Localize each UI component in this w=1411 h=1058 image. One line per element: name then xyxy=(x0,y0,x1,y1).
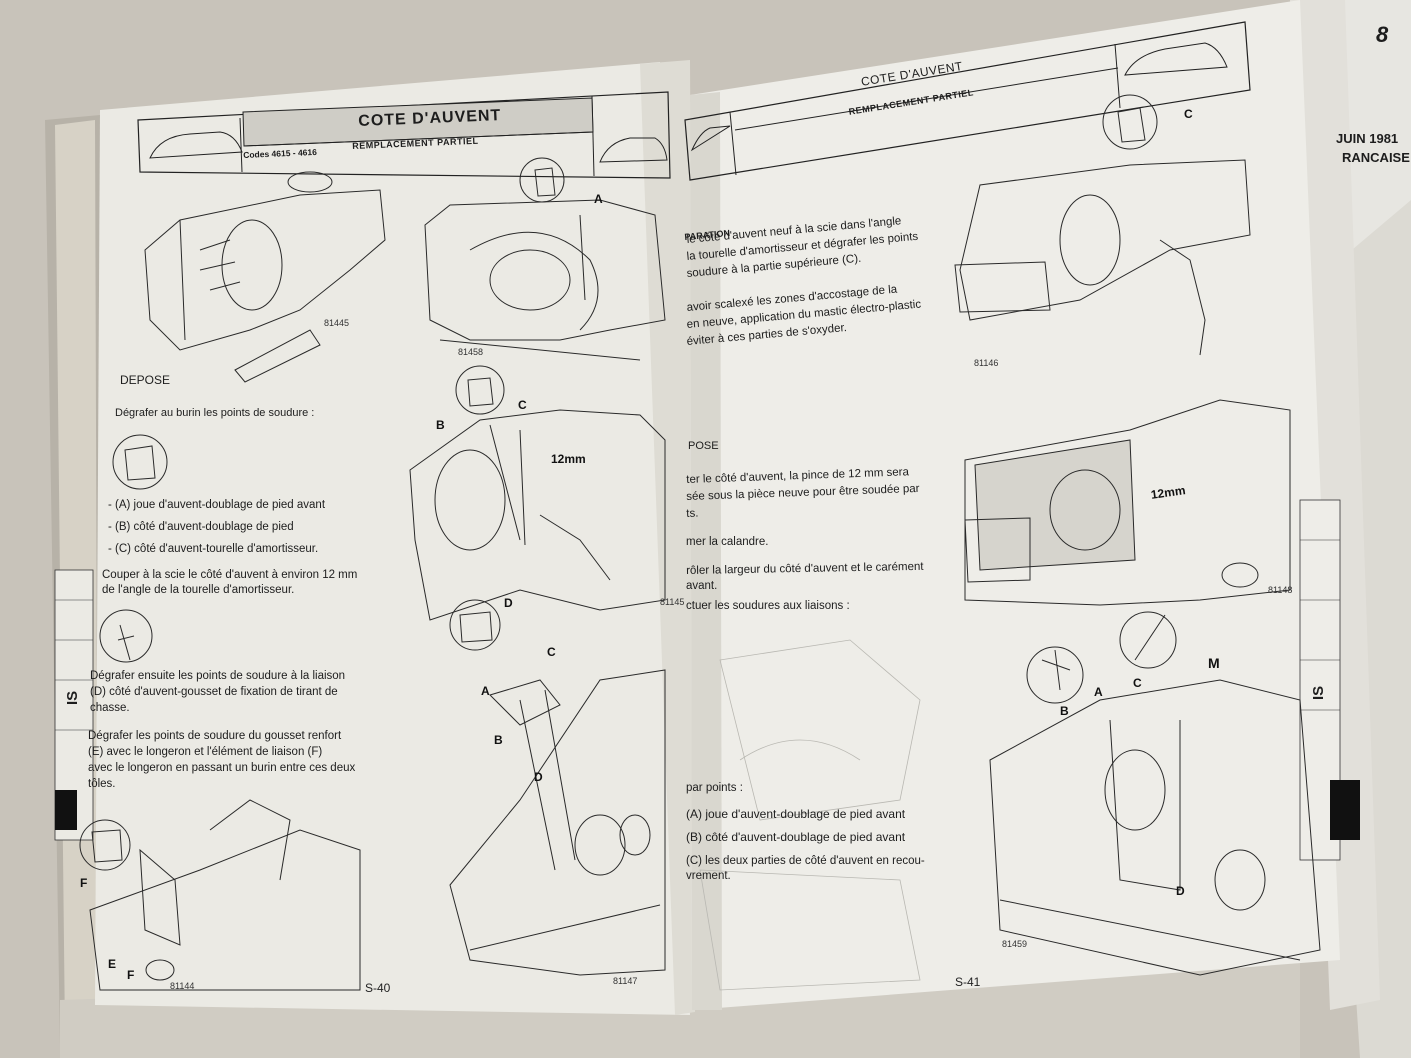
left-side-tab: IS xyxy=(64,690,81,705)
callout-b-81145: B xyxy=(436,418,445,432)
figure-label-81445: 81445 xyxy=(324,318,350,328)
figure-81146-drawing xyxy=(954,94,1251,356)
callout-a-81459: A xyxy=(1094,685,1103,699)
callout-a-81147: A xyxy=(481,684,490,698)
right-point-c: (C) les deux parties de côté d'auvent en… xyxy=(686,855,925,867)
figure-81459-drawing xyxy=(989,611,1321,976)
figure-label-81458: 81458 xyxy=(458,347,484,357)
figure-81144-drawing xyxy=(79,799,361,991)
callout-m-81459: M xyxy=(1208,655,1220,671)
left-item-b: - (B) côté d'auvent-doublage de pied xyxy=(108,521,294,533)
figure-81458-drawing xyxy=(424,157,666,361)
figure-label-81146: 81146 xyxy=(974,358,999,368)
left-para-link-line-3: chasse. xyxy=(90,702,130,714)
callout-d-81147: D xyxy=(534,770,543,784)
back-sheet-number: 8 xyxy=(1376,22,1389,47)
left-item-a: - (A) joue d'auvent-doublage de pied ava… xyxy=(108,499,326,511)
figure-81145-drawing xyxy=(409,365,666,651)
callout-a-81458: A xyxy=(594,192,603,206)
callout-e-81144: E xyxy=(108,957,117,971)
callout-b-81147: B xyxy=(494,733,503,747)
left-intro: Dégrafer au burin les points de soudure … xyxy=(115,407,315,419)
left-item-c: - (C) côté d'auvent-tourelle d'amortisse… xyxy=(108,543,319,555)
right-side-tab: IS xyxy=(1310,685,1327,700)
right-point-a: (A) joue d'auvent-doublage de pied avant xyxy=(686,807,906,821)
callout-b-81459: B xyxy=(1060,704,1069,718)
figure-label-81148: 81148 xyxy=(1268,585,1293,595)
figure-81445-drawing xyxy=(144,171,386,383)
callout-c-81459: C xyxy=(1133,676,1142,690)
left-para-cut-line-2: de l'angle de la tourelle d'amortisseur. xyxy=(102,584,295,596)
figure-label-81145: 81145 xyxy=(660,597,685,607)
right-step-line-1: mer la calandre. xyxy=(686,536,769,548)
left-para-gusset-line-3: avec le longeron en passant un burin ent… xyxy=(88,762,356,774)
callout-mm-81145: 12mm xyxy=(551,452,586,466)
figure-label-81147: 81147 xyxy=(613,976,638,986)
callout-c-81147: C xyxy=(547,645,556,659)
callout-c-81146: C xyxy=(1184,107,1193,121)
callout-c-81145: C xyxy=(518,398,527,412)
figure-81148-drawing xyxy=(964,399,1291,606)
callout-d-81459: D xyxy=(1176,884,1185,898)
callout-d-81145: D xyxy=(504,596,513,610)
left-para-cut-line-1: Couper à la scie le côté d'auvent à envi… xyxy=(102,569,358,581)
left-para-gusset-line-4: tôles. xyxy=(88,778,116,790)
figure-label-81459: 81459 xyxy=(1002,939,1028,949)
right-page-number: S-41 xyxy=(955,975,981,989)
right-pose-line-3: ts. xyxy=(686,507,699,520)
callout-f-bottom-81144: F xyxy=(127,968,135,982)
right-section-pose-heading: POSE xyxy=(688,440,719,452)
back-sheet-date: JUIN 1981 xyxy=(1336,131,1399,146)
back-sheet-text: RANCAISE xyxy=(1342,150,1410,165)
callout-f-top-81144: F xyxy=(80,876,88,890)
left-para-gusset-line-1: Dégrafer les points de soudure du gousse… xyxy=(88,730,342,742)
right-points-label: par points : xyxy=(686,782,743,794)
left-para-gusset-line-2: (E) avec le longeron et l'élément de lia… xyxy=(88,746,323,758)
left-page-number: S-40 xyxy=(365,981,391,995)
right-point-c-cont: vrement. xyxy=(686,870,731,882)
figure-label-81144: 81144 xyxy=(170,981,195,991)
right-step-line-3: avant. xyxy=(686,580,718,592)
right-step-line-4: ctuer les soudures aux liaisons : xyxy=(686,600,850,612)
right-point-b: (B) côté d'auvent-doublage de pied avant xyxy=(686,830,906,844)
left-para-link-line-2: (D) côté d'auvent-gousset de fixation de… xyxy=(90,686,338,698)
left-para-link-line-1: Dégrafer ensuite les points de soudure à… xyxy=(90,670,346,682)
figure-81147-drawing xyxy=(449,669,666,976)
left-section-heading: DEPOSE xyxy=(120,373,171,387)
